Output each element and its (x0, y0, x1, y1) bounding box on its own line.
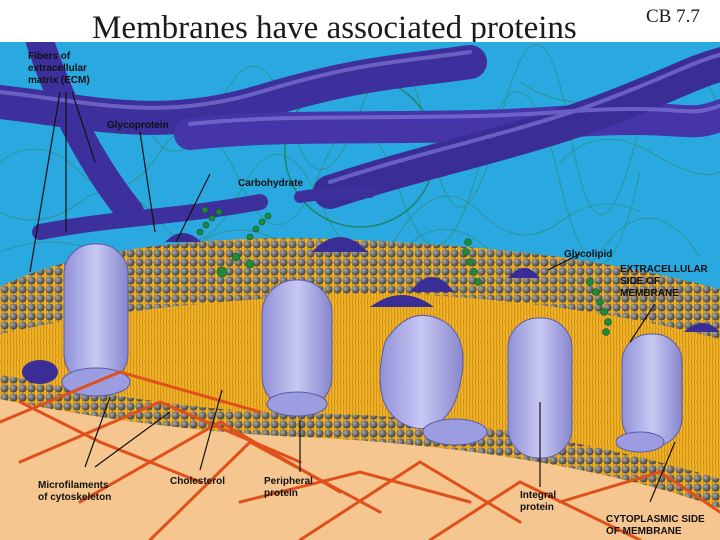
svg-text:Peripheral: Peripheral (264, 476, 313, 487)
label-cholesterol: Cholesterol (170, 476, 225, 487)
label-cytoplasmic-1: CYTOPLASMIC SIDE (606, 514, 705, 525)
integral-protein-far-right (615, 333, 683, 453)
integral-protein-center (379, 314, 488, 446)
label-cytoplasmic-2: OF MEMBRANE (606, 526, 682, 537)
label-microfilaments-1: Microfilaments (38, 480, 109, 491)
carbohydrate-chains (196, 206, 612, 336)
svg-text:matrix (ECM): matrix (ECM) (28, 75, 90, 86)
svg-text:Cholesterol: Cholesterol (170, 476, 225, 487)
svg-text:CYTOPLASMIC SIDE: CYTOPLASMIC SIDE (606, 514, 705, 525)
svg-text:Microfilaments: Microfilaments (38, 480, 109, 491)
label-extracellular-3: MEMBRANE (620, 288, 679, 299)
svg-text:EXTRACELLULAR: EXTRACELLULAR (620, 264, 709, 275)
outer-head-layer (0, 238, 720, 342)
svg-text:of cytoskeleton: of cytoskeleton (38, 492, 111, 503)
label-peripheral-2: protein (264, 488, 298, 499)
label-carbohydrate: Carbohydrate (238, 178, 303, 189)
ecm-fiber (294, 186, 376, 203)
svg-text:Glycoprotein: Glycoprotein (107, 120, 169, 131)
svg-text:SIDE OF: SIDE OF (620, 276, 660, 287)
slide-title: Membranes have associated proteins (92, 10, 577, 46)
leader-lines (29, 91, 676, 503)
svg-text:OF MEMBRANE: OF MEMBRANE (606, 526, 682, 537)
slide-reference: CB 7.7 (646, 6, 700, 27)
figure-labels: Fibers of extracellular matrix (ECM) Gly… (28, 51, 709, 537)
label-glycolipid: Glycolipid (564, 249, 612, 260)
membrane-diagram: Fibers of extracellular matrix (ECM) Gly… (0, 42, 720, 540)
label-ecm-2: extracellular (28, 63, 87, 74)
label-ecm-1: Fibers of (28, 51, 71, 62)
svg-text:protein: protein (520, 502, 554, 513)
label-ecm-3: matrix (ECM) (28, 75, 90, 86)
label-microfilaments-2: of cytoskeleton (38, 492, 111, 503)
svg-text:protein: protein (264, 488, 298, 499)
label-peripheral-1: Peripheral (264, 476, 313, 487)
ecm-fibers (0, 42, 720, 240)
ecm-fiber (32, 194, 268, 240)
svg-text:Fibers of: Fibers of (28, 51, 71, 62)
dark-peripheral-proteins (22, 233, 720, 384)
ecm-fiber (313, 47, 720, 209)
cytoplasm-region (0, 394, 720, 540)
svg-text:Carbohydrate: Carbohydrate (238, 178, 303, 189)
svg-text:Glycolipid: Glycolipid (564, 249, 612, 260)
label-extracellular-2: SIDE OF (620, 276, 660, 287)
svg-text:Integral: Integral (520, 490, 556, 501)
svg-text:extracellular: extracellular (28, 63, 87, 74)
label-glycoprotein: Glycoprotein (107, 120, 169, 131)
ecm-fiber (26, 42, 144, 226)
label-integral-2: protein (520, 502, 554, 513)
integral-protein-center-left (261, 279, 333, 417)
label-integral-1: Integral (520, 490, 556, 501)
svg-text:MEMBRANE: MEMBRANE (620, 288, 679, 299)
label-extracellular-1: EXTRACELLULAR (620, 264, 709, 275)
